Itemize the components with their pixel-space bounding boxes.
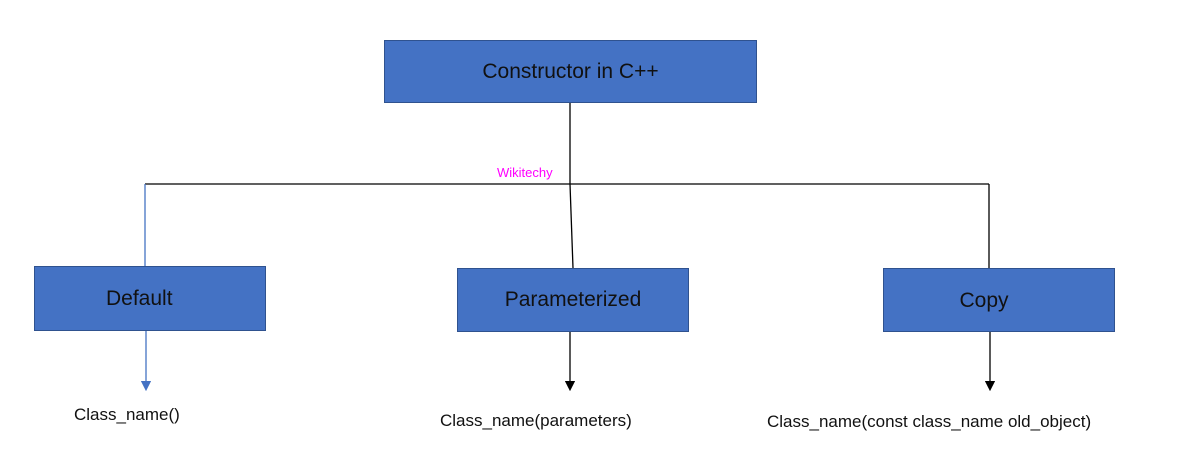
root-node-box: Constructor in C++ bbox=[384, 40, 757, 103]
copy-constructor-box: Copy bbox=[883, 268, 1115, 332]
default-constructor-syntax: Class_name() bbox=[74, 405, 180, 424]
parameterized-drop-line bbox=[569, 183, 574, 269]
copy-constructor-label: Copy bbox=[959, 289, 1009, 312]
parameterized-constructor-box: Parameterized bbox=[457, 268, 689, 332]
default-constructor-box: Default bbox=[34, 266, 266, 331]
parameterized-constructor-syntax: Class_name(parameters) bbox=[440, 411, 632, 430]
copy-constructor-syntax: Class_name(const class_name old_object) bbox=[767, 412, 1092, 431]
default-constructor-label: Default bbox=[106, 286, 173, 310]
root-node-label: Constructor in C++ bbox=[482, 59, 659, 83]
watermark-text: Wikitechy bbox=[497, 165, 553, 180]
parameterized-constructor-label: Parameterized bbox=[504, 288, 642, 311]
